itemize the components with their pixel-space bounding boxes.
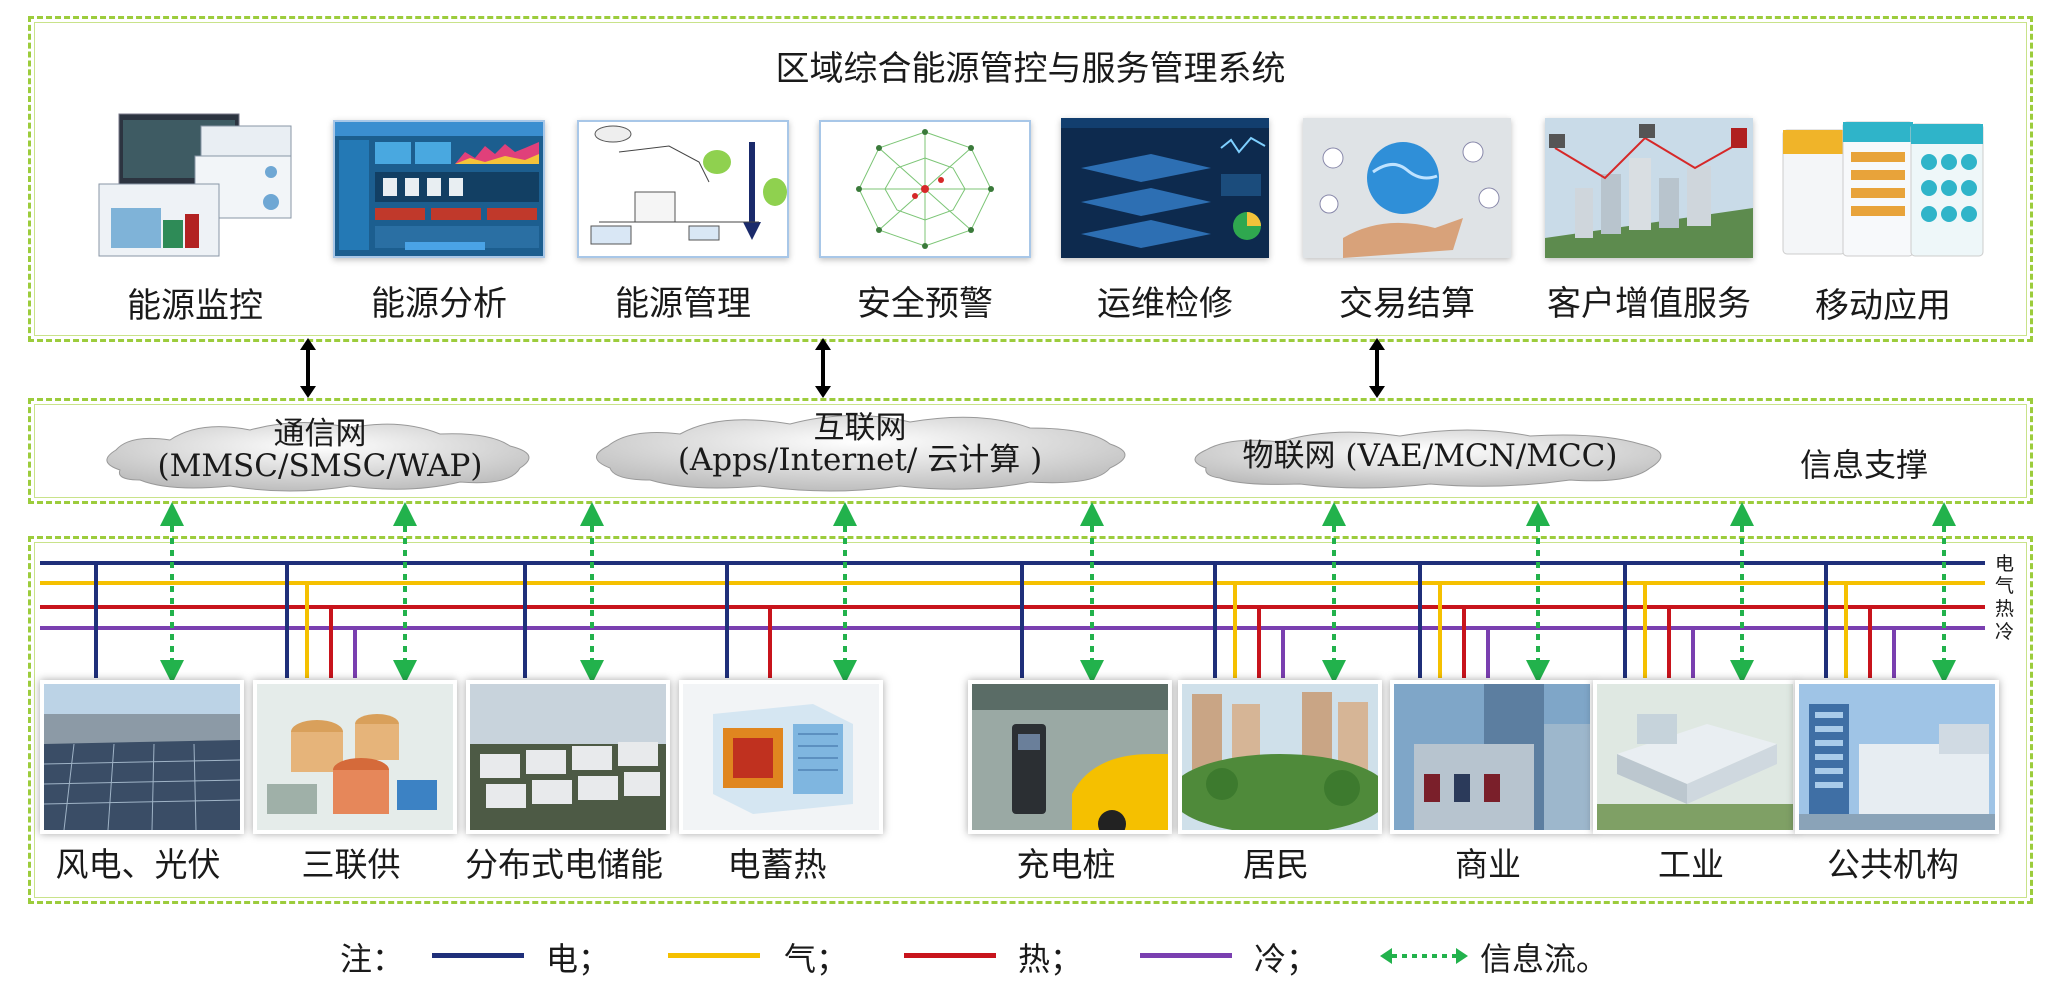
legend-electric-label: 电； [546,940,611,978]
node-label: 居民 [1243,845,1309,884]
app-energy-monitoring[interactable]: 能源监控 [86,112,304,327]
energy-network-panel [28,536,2033,904]
app-energy-management[interactable]: 能源管理 [574,112,792,325]
app-label: 能源监控 [127,286,263,326]
residential-photo [1178,680,1382,834]
app-label: 移动应用 [1815,286,1951,326]
electric-heat-storage-photo [679,680,883,834]
legend-prefix: 注： [340,940,405,978]
node-label: 分布式电储能 [465,845,663,884]
cloud-label-line1: 互联网 [813,410,907,446]
gas-side-label: 气 [1995,575,2015,597]
maintenance-3d-thumbnail [1061,118,1269,258]
analysis-dashboard-thumbnail [333,120,545,258]
app-safety-warning[interactable]: 安全预警 [816,112,1034,325]
node-label: 风电、光伏 [55,845,221,884]
legend-heat-swatch [904,953,996,958]
system-title: 区域综合能源管控与服务管理系统 [775,49,1286,89]
mobile-app-thumbnail [1779,118,1987,260]
trigeneration-photo [253,680,457,834]
communication-network-cloud: 通信网 (MMSC/SMSC/WAP) [90,410,550,496]
node-label: 电蓄热 [727,845,827,884]
city-network-thumbnail [1545,118,1753,258]
info-support-panel [28,398,2033,504]
app-label: 客户增值服务 [1547,284,1751,324]
node-label: 公共机构 [1827,845,1959,884]
double-arrow-icon [300,338,316,398]
heat-side-label: 热 [1995,598,2015,620]
management-flowchart-thumbnail [577,120,789,258]
app-label: 能源分析 [371,284,507,324]
cloud-label-line1: 物联网 (VAE/MCN/MCC) [1242,438,1618,474]
legend-cold-swatch [1140,953,1232,958]
public-institution-photo [1795,680,1999,834]
electric-side-label: 电 [1995,553,2015,575]
app-mobile-application[interactable]: 移动应用 [1774,112,1992,327]
radar-chart-thumbnail [819,120,1031,258]
legend-info-flow-arrow-icon [1380,948,1468,964]
cloud-label-line2: (MMSC/SMSC/WAP) [157,448,483,484]
cloud-label-line1: 通信网 [273,416,367,452]
legend-info-flow-label: 信息流。 [1480,940,1609,978]
distributed-storage-photo [466,680,670,834]
node-label: 工业 [1658,845,1724,884]
app-label: 交易结算 [1339,284,1475,324]
double-arrow-icon [815,338,831,398]
globe-hand-thumbnail [1303,118,1511,258]
cloud-label-line2: (Apps/Internet/ 云计算 ) [677,442,1043,478]
node-label: 商业 [1455,845,1521,884]
legend-gas-label: 气； [784,940,849,978]
app-label: 能源管理 [615,284,751,324]
double-arrow-icon [1369,338,1385,398]
legend-cold-label: 冷； [1254,940,1319,978]
iot-cloud: 物联网 (VAE/MCN/MCC) [1180,422,1680,492]
monitor-screens-thumbnail [91,112,299,260]
industrial-photo [1593,680,1797,834]
node-label: 三联供 [301,845,401,884]
cold-side-label: 冷 [1995,621,2015,643]
node-label: 充电桩 [1016,845,1116,884]
legend-electric-swatch [432,953,524,958]
commercial-photo [1390,680,1594,834]
legend-heat-label: 热； [1018,940,1083,978]
app-customer-value-added-service[interactable]: 客户增值服务 [1540,112,1758,325]
app-trade-settlement[interactable]: 交易结算 [1298,112,1516,325]
legend-gas-swatch [668,953,760,958]
internet-cloud: 互联网 (Apps/Internet/ 云计算 ) [580,404,1140,496]
app-operation-maintenance[interactable]: 运维检修 [1056,112,1274,325]
app-label: 运维检修 [1097,284,1233,324]
management-system-panel: 区域综合能源管控与服务管理系统 [28,16,2033,342]
info-support-label: 信息支撑 [1800,446,1929,484]
app-energy-analysis[interactable]: 能源分析 [330,112,548,325]
charging-pile-photo [968,680,1172,834]
app-label: 安全预警 [857,284,993,324]
wind-solar-photo [40,680,244,834]
